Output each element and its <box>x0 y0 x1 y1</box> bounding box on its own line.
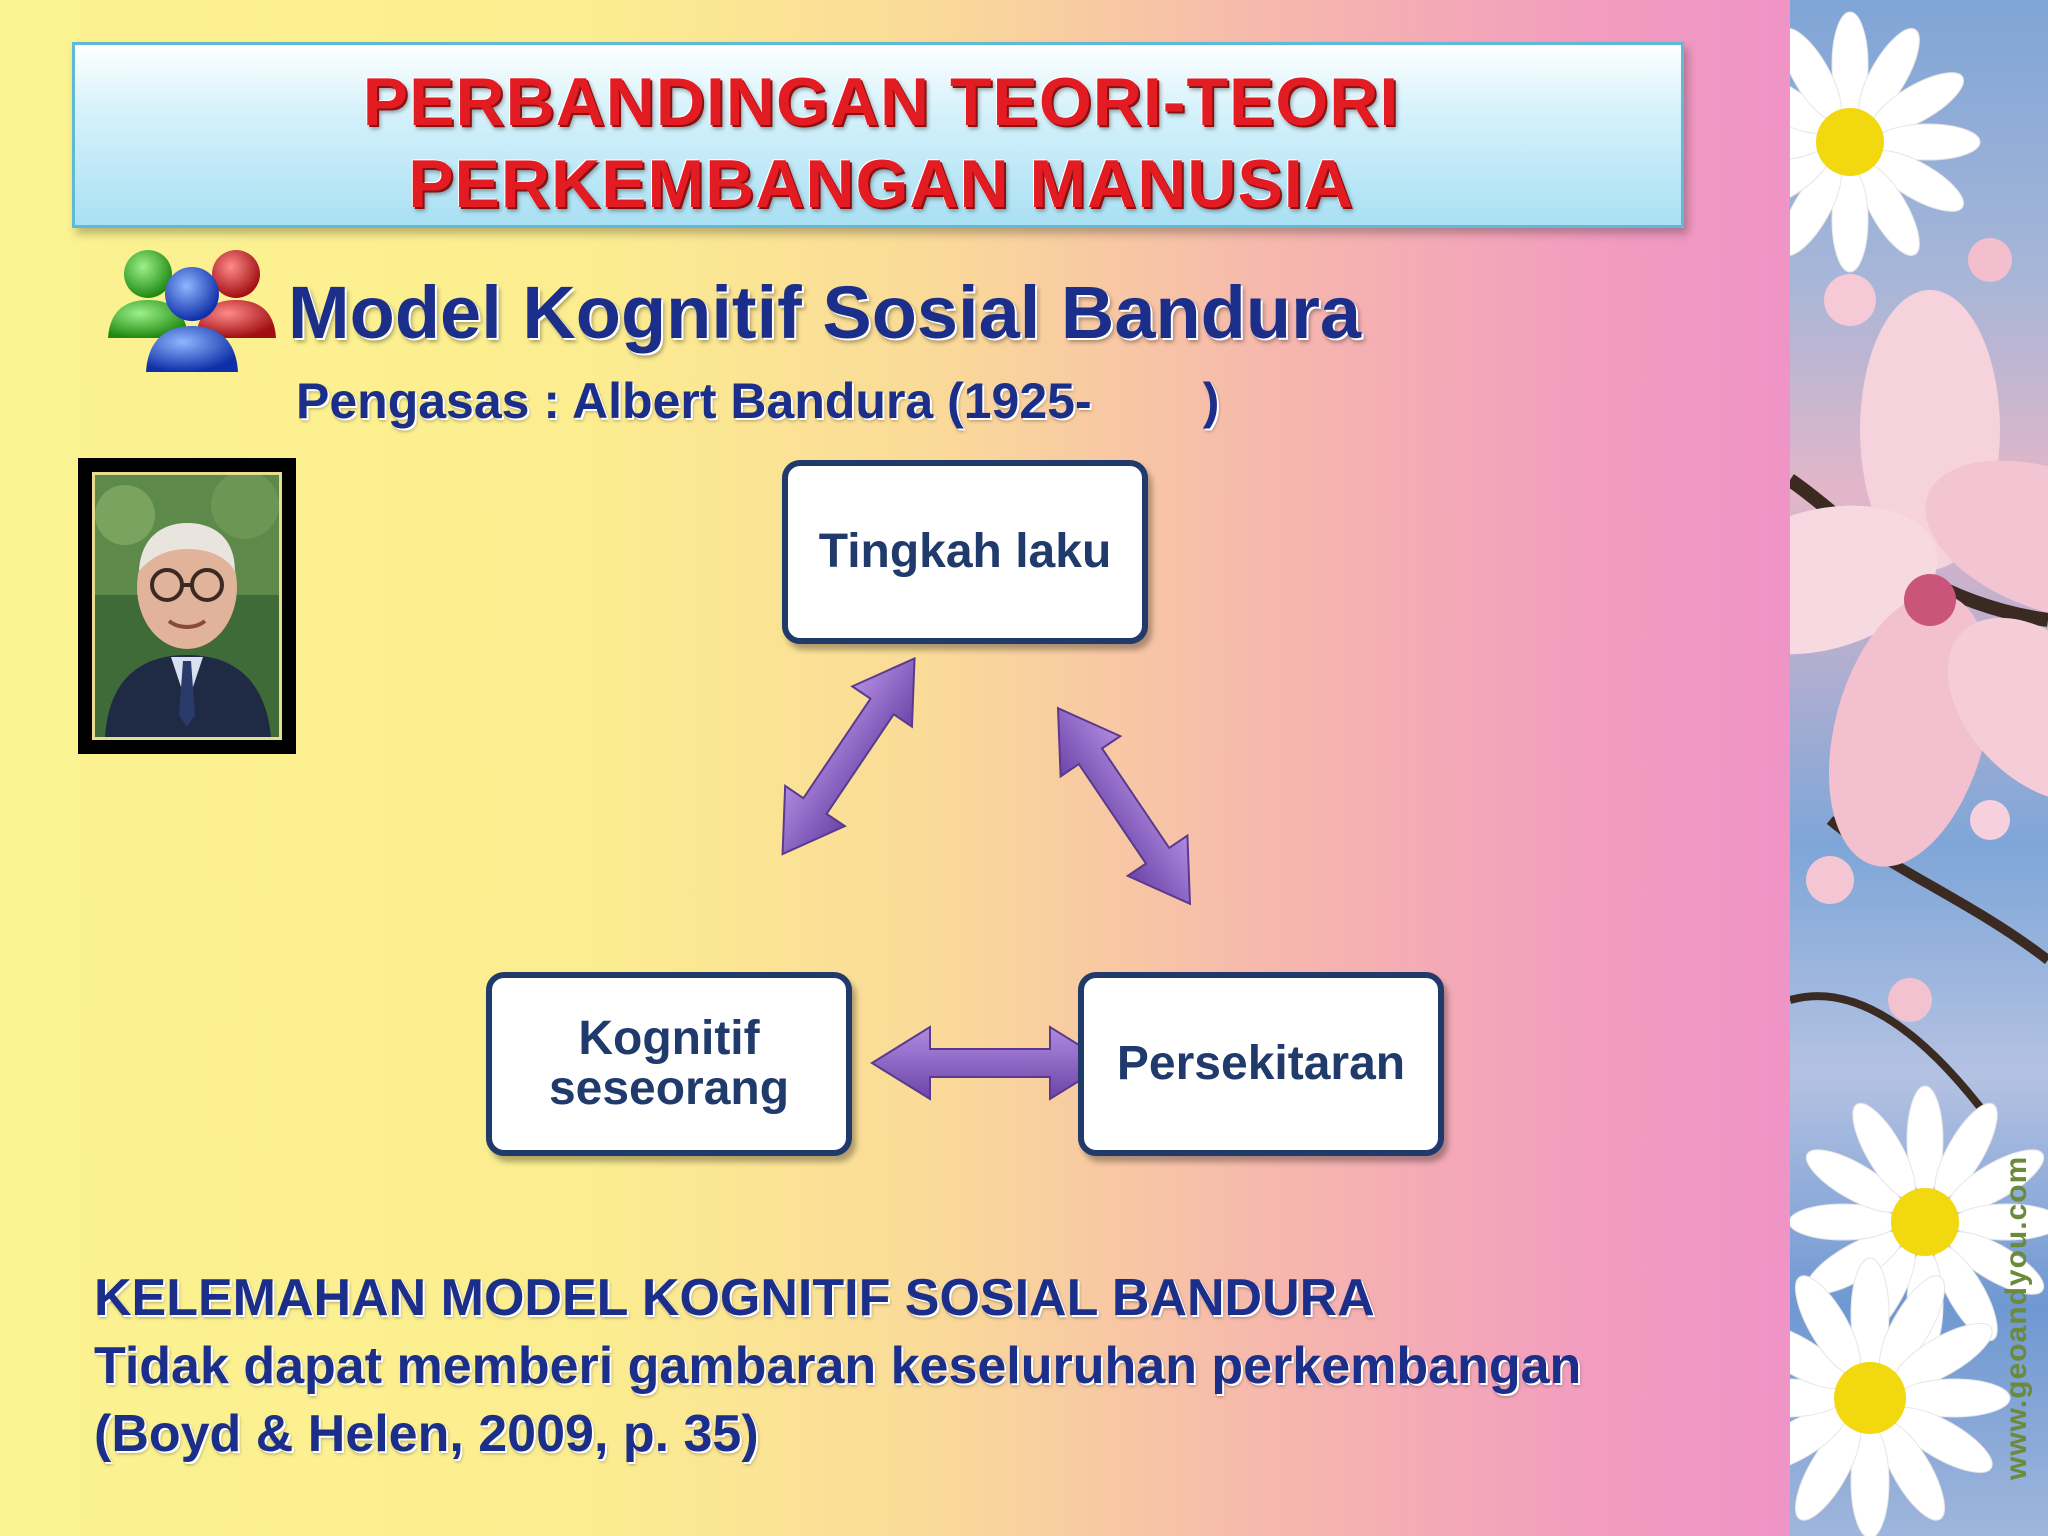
citation: (Boyd & Helen, 2009, p. 35) <box>94 1405 759 1463</box>
node-cognition-label-line2: seseorang <box>548 1062 790 1115</box>
flower-decoration <box>1790 0 2048 1536</box>
flower-decoration-art <box>1790 11 2048 1536</box>
node-behavior-label: Tingkah laku <box>818 524 1112 578</box>
node-behavior: Tingkah laku <box>782 460 1148 644</box>
people-group-icon <box>108 250 276 372</box>
node-environment: Persekitaran <box>1078 972 1444 1156</box>
arrow-behavior-environment <box>1056 706 1192 906</box>
weakness-description: Tidak dapat memberi gambaran keseluruhan… <box>94 1337 1582 1395</box>
portrait-frame <box>78 458 296 754</box>
node-cognition-label-line1: Kognitif <box>578 1011 760 1065</box>
title-line-2: PERKEMBANGAN MANUSIA <box>408 146 1354 222</box>
arrow-cognition-environment <box>870 1025 1110 1101</box>
portrait-illustration <box>95 475 279 737</box>
title-box: PERBANDINGAN TEORI-TEORI PERKEMBANGAN MA… <box>72 42 1684 228</box>
founder-subheading: Pengasas : Albert Bandura (1925- ) <box>296 373 1220 429</box>
title-line-1: PERBANDINGAN TEORI-TEORI <box>362 64 1400 140</box>
weakness-heading: KELEMAHAN MODEL KOGNITIF SOSIAL BANDURA <box>94 1269 1375 1327</box>
page-heading: Model Kognitif Sosial Bandura <box>288 271 1362 354</box>
portrait-photo <box>92 472 282 740</box>
node-environment-label: Persekitaran <box>1116 1036 1406 1090</box>
arrow-cognition-behavior <box>781 656 916 856</box>
node-cognition: Kognitif seseorang <box>486 972 852 1156</box>
